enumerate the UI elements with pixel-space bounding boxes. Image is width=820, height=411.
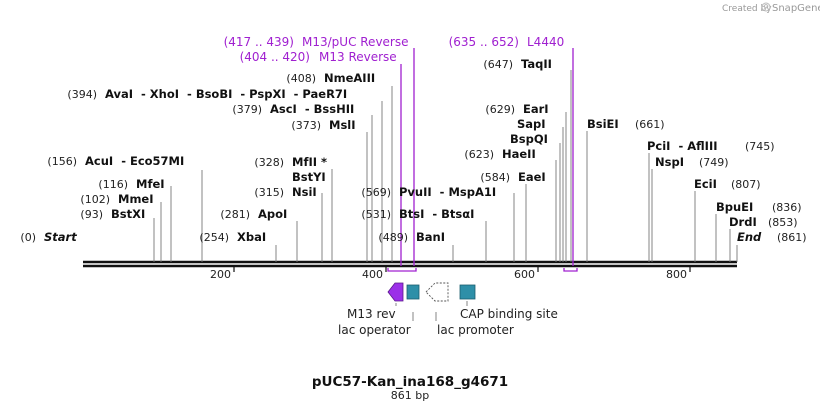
site-pos-nmeaiii: (408) bbox=[286, 72, 316, 85]
site-pos-bsiei: (661) bbox=[635, 118, 665, 131]
site-name-bpuei: BpuEI bbox=[716, 200, 753, 214]
ruler: 200 400 600 800 bbox=[210, 266, 691, 281]
feature-cap-site-box bbox=[459, 284, 476, 300]
site-name-bstxi: BstXI bbox=[111, 207, 145, 221]
primer-l4440-name: L4440 bbox=[527, 35, 564, 49]
primer-l4440-range: (635 .. 652) bbox=[449, 35, 519, 49]
site-name-sapi: SapI bbox=[517, 117, 546, 131]
site-pos-eaei: (584) bbox=[480, 171, 510, 184]
site-pos-mfli: (328) bbox=[254, 156, 284, 169]
site-name-haeii: HaeII bbox=[502, 147, 536, 161]
site-name-end: End bbox=[737, 230, 762, 244]
site-name-xbai: XbaI bbox=[237, 230, 266, 244]
site-name-pvuii-group: PvuII - MspA1I bbox=[399, 185, 496, 199]
site-name-bspqi: BspQI bbox=[510, 132, 548, 146]
primer-marks bbox=[387, 48, 578, 272]
site-name-bani: BanI bbox=[416, 230, 445, 244]
credit-prefix: Created by bbox=[722, 4, 772, 14]
map-subtitle-length: 861 bp bbox=[391, 389, 429, 402]
primer-m13rev-range: (404 .. 420) bbox=[240, 50, 310, 64]
site-pos-bpuei: (836) bbox=[772, 201, 802, 214]
tick-label-400: 400 bbox=[362, 268, 383, 281]
site-name-avai-group: AvaI - XhoI - BsoBI - PspXI - PaeR7I bbox=[105, 87, 347, 101]
credit-brand: SnapGene bbox=[772, 3, 820, 14]
feature-label-cap-site: CAP binding site bbox=[460, 307, 558, 321]
site-pos-drdi: (853) bbox=[768, 216, 798, 229]
tick-label-600: 600 bbox=[514, 268, 535, 281]
site-name-msli: MslI bbox=[329, 118, 356, 132]
site-pos-bstxi: (93) bbox=[80, 208, 103, 221]
snapgene-logo-icon bbox=[761, 2, 771, 12]
site-pos-acui: (156) bbox=[47, 155, 77, 168]
site-name-drdi: DrdI bbox=[729, 215, 757, 229]
site-pos-pcii: (745) bbox=[745, 140, 775, 153]
site-pos-msli: (373) bbox=[291, 119, 321, 132]
site-pos-ecii: (807) bbox=[731, 178, 761, 191]
site-name-nspi: NspI bbox=[655, 155, 684, 169]
site-name-pcii-group: PciI - AflIII bbox=[647, 139, 718, 153]
site-pos-pvuii: (569) bbox=[361, 186, 391, 199]
map-title: pUC57-Kan_ina168_g4671 bbox=[312, 374, 508, 390]
tick-label-200: 200 bbox=[210, 268, 231, 281]
site-pos-bani: (489) bbox=[378, 231, 408, 244]
site-name-bsiei: BsiEI bbox=[587, 117, 619, 131]
site-pos-taqii: (647) bbox=[483, 58, 513, 71]
site-pos-nspi: (749) bbox=[699, 156, 729, 169]
site-name-mfli: MfII * bbox=[292, 155, 327, 169]
site-pos-apoi: (281) bbox=[220, 208, 250, 221]
site-pos-start: (0) bbox=[20, 231, 36, 244]
site-name-bstyi: BstYI bbox=[292, 170, 326, 184]
primer-m13rev-name: M13 Reverse bbox=[319, 50, 397, 64]
tick-label-800: 800 bbox=[666, 268, 687, 281]
site-name-taqii: TaqII bbox=[521, 57, 552, 71]
site-pos-xbai: (254) bbox=[199, 231, 229, 244]
feature-label-lac-promoter: lac promoter bbox=[437, 323, 514, 337]
site-pos-haeii: (623) bbox=[464, 148, 494, 161]
feature-label-lac-operator: lac operator bbox=[338, 323, 411, 337]
site-name-btsi-group: BtsI - BtsαI bbox=[399, 207, 474, 221]
feature-lac-promoter-arrow bbox=[425, 282, 449, 302]
feature-m13-rev-arrow bbox=[387, 282, 404, 302]
site-pos-mmei: (102) bbox=[80, 193, 110, 206]
site-name-ecii: EciI bbox=[694, 177, 717, 191]
primer-m13puc-range: (417 .. 439) bbox=[224, 35, 294, 49]
site-pos-nsii: (315) bbox=[254, 186, 284, 199]
primer-m13puc-name: M13/pUC Reverse bbox=[302, 35, 409, 49]
feature-connectors bbox=[395, 301, 468, 321]
site-pos-btsi: (531) bbox=[361, 208, 391, 221]
site-name-acui-group: AcuI - Eco57MI bbox=[85, 154, 184, 168]
site-pos-asci: (379) bbox=[232, 103, 262, 116]
site-pos-end: (861) bbox=[777, 231, 807, 244]
site-connectors bbox=[153, 70, 738, 262]
site-name-start: Start bbox=[44, 230, 77, 244]
site-name-asci-group: AscI - BssHII bbox=[270, 102, 354, 116]
site-name-mfei: MfeI bbox=[136, 177, 165, 191]
site-name-mmei: MmeI bbox=[118, 192, 154, 206]
feature-label-m13-rev: M13 rev bbox=[347, 307, 396, 321]
site-pos-avai: (394) bbox=[67, 88, 97, 101]
site-name-eaei: EaeI bbox=[518, 170, 546, 184]
site-pos-eari: (629) bbox=[485, 103, 515, 116]
site-name-apoi: ApoI bbox=[258, 207, 287, 221]
site-name-nmeaiii: NmeAIII bbox=[324, 71, 375, 85]
site-name-nsii: NsiI bbox=[292, 185, 317, 199]
site-name-eari: EarI bbox=[523, 102, 549, 116]
site-pos-mfei: (116) bbox=[98, 178, 128, 191]
feature-lac-operator-box bbox=[406, 284, 420, 300]
